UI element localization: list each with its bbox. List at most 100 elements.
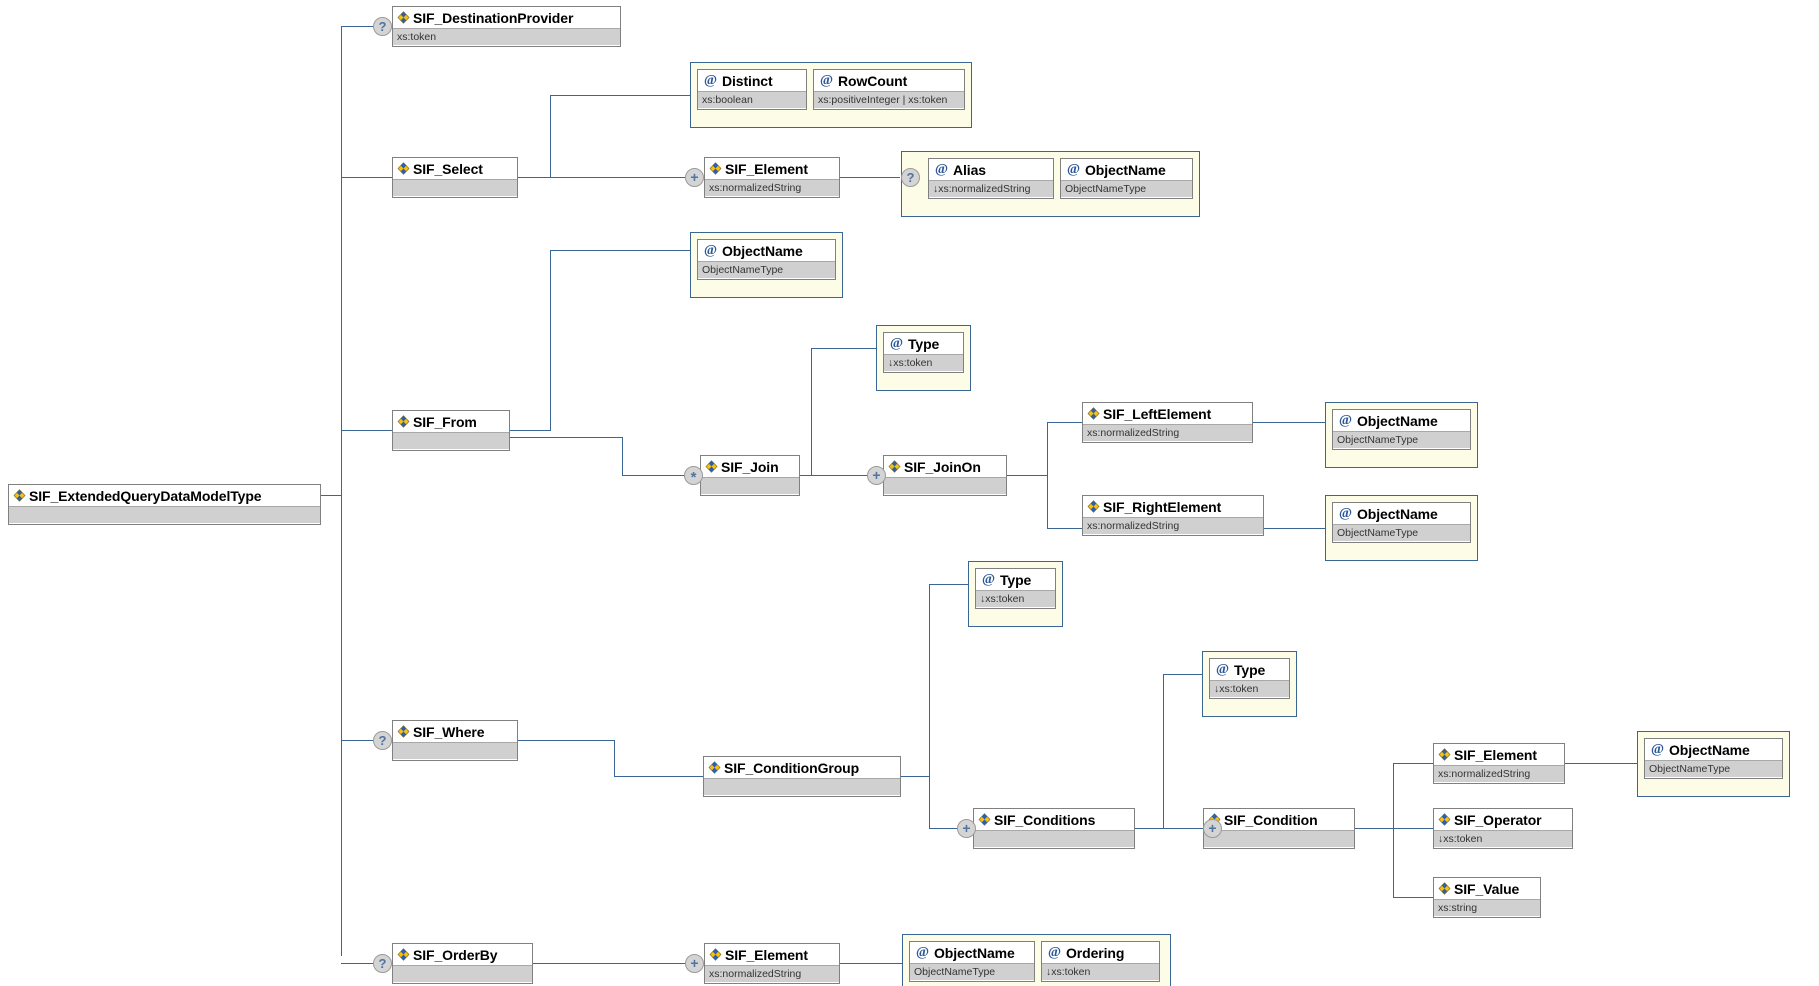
node-root-sif-extendedquerydatamodeltype[interactable]: SIF_ExtendedQueryDataModelType xyxy=(8,484,321,525)
element-icon xyxy=(397,162,410,175)
node-sif-element-orderby[interactable]: SIF_Element xs:normalizedString xyxy=(704,943,840,984)
node-header: SIF_RightElement xyxy=(1083,496,1263,517)
node-type xyxy=(884,477,1006,494)
attr-objectname-alias[interactable]: @ ObjectName ObjectNameType xyxy=(1060,158,1193,199)
marker-plus-condition[interactable]: + xyxy=(1203,819,1222,838)
node-header: SIF_Operator xyxy=(1434,809,1572,830)
connector-line xyxy=(929,584,930,828)
element-icon xyxy=(978,813,991,826)
attr-ordering[interactable]: @ Ordering ↓xs:token xyxy=(1041,941,1160,982)
attr-label: Alias xyxy=(953,161,986,178)
connector-line xyxy=(622,437,623,475)
marker-plus-select-element[interactable]: + xyxy=(685,168,704,187)
connector-line xyxy=(341,430,392,431)
attr-label: Type xyxy=(908,335,940,352)
element-icon xyxy=(1438,813,1451,826)
connector-line xyxy=(518,740,614,741)
connector-line xyxy=(811,348,812,476)
node-type: xs:normalizedString xyxy=(1434,765,1564,782)
at-sign-icon: @ xyxy=(819,72,834,88)
attr-group-join-attributes: @ Type ↓xs:token xyxy=(876,325,971,391)
attr-type: ObjectNameType xyxy=(1061,180,1192,197)
node-header: SIF_From xyxy=(393,411,509,432)
node-sif-join[interactable]: SIF_Join xyxy=(700,455,800,496)
element-icon xyxy=(888,460,901,473)
attr-label: ObjectName xyxy=(1357,412,1438,429)
node-label: SIF_LeftElement xyxy=(1103,405,1212,422)
marker-plus-order-element[interactable]: + xyxy=(685,954,704,973)
attr-type: ↓xs:token xyxy=(1210,680,1289,697)
element-icon xyxy=(708,761,721,774)
node-label: SIF_Element xyxy=(725,160,808,177)
attr-type-conditiongroup[interactable]: @ Type ↓xs:token xyxy=(975,568,1056,609)
marker-optional-order-by[interactable]: ? xyxy=(373,954,392,973)
connector-line xyxy=(1355,828,1393,829)
element-icon xyxy=(397,948,410,961)
node-sif-element-condition[interactable]: SIF_Element xs:normalizedString xyxy=(1433,743,1565,784)
attr-type: xs:boolean xyxy=(698,91,806,108)
attr-objectname-condition[interactable]: @ ObjectName ObjectNameType xyxy=(1644,738,1783,779)
attr-label: Type xyxy=(1000,571,1032,588)
marker-plus-join-on[interactable]: + xyxy=(867,466,886,485)
at-sign-icon: @ xyxy=(934,161,949,177)
at-sign-icon: @ xyxy=(703,242,718,258)
marker-optional-destination-provider[interactable]: ? xyxy=(373,17,392,36)
connector-line xyxy=(1565,763,1637,764)
node-type xyxy=(9,506,320,523)
node-sif-value[interactable]: SIF_Value xs:string xyxy=(1433,877,1541,918)
attr-label: RowCount xyxy=(838,72,908,89)
node-sif-conditiongroup[interactable]: SIF_ConditionGroup xyxy=(703,756,901,797)
node-sif-conditions[interactable]: SIF_Conditions xyxy=(973,808,1135,849)
node-type: ↓xs:token xyxy=(1434,830,1572,847)
node-sif-select[interactable]: SIF_Select xyxy=(392,157,518,198)
marker-optional-where[interactable]: ? xyxy=(373,731,392,750)
node-header: SIF_Join xyxy=(701,456,799,477)
marker-optional-alias-group[interactable]: ? xyxy=(901,168,920,187)
element-icon xyxy=(709,162,722,175)
attr-header: @ ObjectName xyxy=(1333,503,1470,524)
element-icon xyxy=(1438,882,1451,895)
attr-objectname-right[interactable]: @ ObjectName ObjectNameType xyxy=(1332,502,1471,543)
connector-line xyxy=(811,348,876,349)
node-header: SIF_Element xyxy=(1434,744,1564,765)
attr-type-join[interactable]: @ Type ↓xs:token xyxy=(883,332,964,373)
element-icon xyxy=(709,948,722,961)
attr-header: @ ObjectName xyxy=(1061,159,1192,180)
attr-header: @ ObjectName xyxy=(1333,410,1470,431)
attr-type-conditions[interactable]: @ Type ↓xs:token xyxy=(1209,658,1290,699)
node-type xyxy=(393,965,532,982)
attr-label: ObjectName xyxy=(1357,505,1438,522)
marker-plus-conditions[interactable]: + xyxy=(957,819,976,838)
connector-line xyxy=(510,437,622,438)
node-sif-operator[interactable]: SIF_Operator ↓xs:token xyxy=(1433,808,1573,849)
node-type xyxy=(393,179,517,196)
element-icon xyxy=(1087,500,1100,513)
attr-objectname-left[interactable]: @ ObjectName ObjectNameType xyxy=(1332,409,1471,450)
connector-line xyxy=(614,740,615,776)
node-sif-element-select[interactable]: SIF_Element xs:normalizedString xyxy=(704,157,840,198)
attr-rowcount[interactable]: @ RowCount xs:positiveInteger | xs:token xyxy=(813,69,965,110)
connector-line xyxy=(929,584,968,585)
node-type: xs:string xyxy=(1434,899,1540,916)
attr-label: ObjectName xyxy=(1669,741,1750,758)
node-sif-where[interactable]: SIF_Where xyxy=(392,720,518,761)
connector-line xyxy=(1393,897,1433,898)
node-sif-rightelement[interactable]: SIF_RightElement xs:normalizedString xyxy=(1082,495,1264,536)
attr-alias[interactable]: @ Alias ↓xs:normalizedString xyxy=(928,158,1054,199)
node-sif-from[interactable]: SIF_From xyxy=(392,410,510,451)
attr-label: ObjectName xyxy=(934,944,1015,961)
attr-header: @ RowCount xyxy=(814,70,964,91)
node-sif-orderby[interactable]: SIF_OrderBy xyxy=(392,943,533,984)
attr-distinct[interactable]: @ Distinct xs:boolean xyxy=(697,69,807,110)
node-sif-condition[interactable]: SIF_Condition xyxy=(1203,808,1355,849)
attr-type: ObjectNameType xyxy=(1333,524,1470,541)
node-sif-destinationprovider[interactable]: SIF_DestinationProvider xs:token xyxy=(392,6,621,47)
attr-objectname-orderby[interactable]: @ ObjectName ObjectNameType xyxy=(909,941,1035,982)
element-icon xyxy=(1087,407,1100,420)
node-sif-leftelement[interactable]: SIF_LeftElement xs:normalizedString xyxy=(1082,402,1253,443)
attr-objectname-from[interactable]: @ ObjectName ObjectNameType xyxy=(697,239,836,280)
node-header: SIF_LeftElement xyxy=(1083,403,1252,424)
node-sif-joinon[interactable]: SIF_JoinOn xyxy=(883,455,1007,496)
marker-star-join[interactable]: * xyxy=(684,466,703,486)
